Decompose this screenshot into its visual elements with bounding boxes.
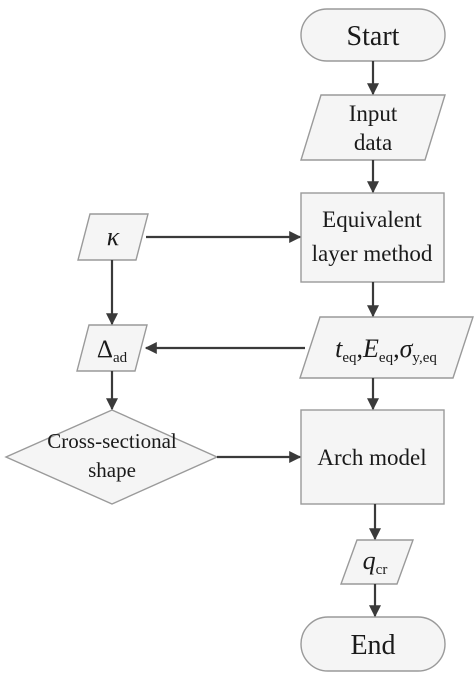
sigma-symbol: σ xyxy=(400,334,414,363)
e-subscript: eq xyxy=(379,350,394,366)
kappa-label: κ xyxy=(107,222,120,251)
cross-label-line2: shape xyxy=(88,458,136,482)
equivalent-label-line2: layer method xyxy=(312,241,433,266)
arch-model-label: Arch model xyxy=(317,445,426,470)
arch-model-node: Arch model xyxy=(300,409,445,505)
start-label: Start xyxy=(347,21,400,52)
input-data-label-line1: Input xyxy=(349,101,398,126)
delta-subscript: ad xyxy=(113,350,128,366)
start-node: Start xyxy=(300,8,446,62)
equivalent-parameters-label: teq,Eeq,σy,eq xyxy=(335,334,437,366)
t-subscript: eq xyxy=(342,350,357,366)
cross-label-line1: Cross-sectional xyxy=(47,429,177,453)
equivalent-layer-method-node: Equivalent layer method xyxy=(300,192,445,283)
equivalent-parameters-node: teq,Eeq,σy,eq xyxy=(299,316,474,379)
sigma-subscript: y,eq xyxy=(412,350,437,366)
input-data-node: Input data xyxy=(300,94,446,161)
qcr-node: qcr xyxy=(340,539,414,585)
e-symbol: E xyxy=(362,334,379,363)
qcr-label: qcr xyxy=(363,546,388,578)
kappa-node: κ xyxy=(77,213,149,261)
q-symbol: q xyxy=(363,546,376,575)
separator-1: , xyxy=(357,334,364,363)
q-subscript: cr xyxy=(376,562,388,578)
input-data-label-line2: data xyxy=(354,130,392,155)
equivalent-label-line1: Equivalent xyxy=(322,207,422,232)
end-node: End xyxy=(300,616,446,672)
delta-ad-node: Δad xyxy=(76,324,148,372)
delta-ad-label: Δad xyxy=(97,336,128,366)
separator-2: , xyxy=(393,334,400,363)
cross-sectional-shape-node: Cross-sectional shape xyxy=(4,409,219,505)
end-label: End xyxy=(350,630,395,661)
t-symbol: t xyxy=(335,334,343,363)
delta-symbol: Δ xyxy=(97,336,113,363)
